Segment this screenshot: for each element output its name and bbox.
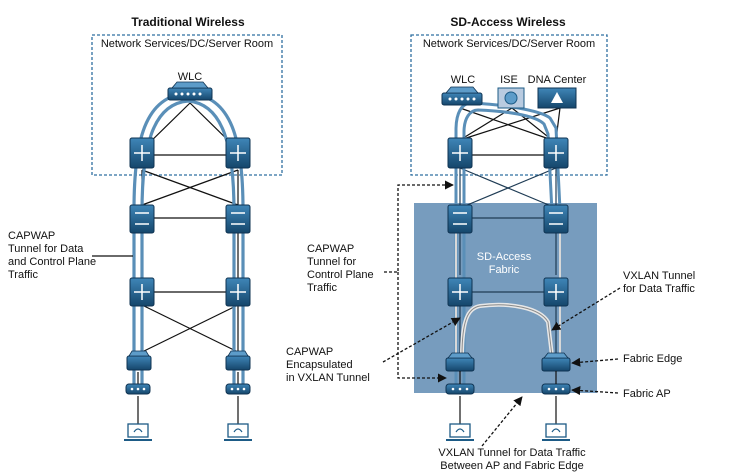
- left-title: Traditional Wireless: [131, 15, 245, 29]
- capwap-control-label-line-4: Traffic: [307, 282, 337, 294]
- capwap-control-label: CAPWAP Tunnel for Control Plane Traffic: [307, 243, 374, 294]
- vxlan-data-label: VXLAN Tunnel for Data Traffic: [623, 270, 695, 295]
- left-services-box: [91, 34, 283, 176]
- capwap-control-arrow-lower: [397, 272, 447, 383]
- dnac-server-icon: [537, 87, 577, 109]
- bottom-label-line-1: VXLAN Tunnel for Data Traffic: [438, 447, 586, 459]
- right-agg-switch-b-icon: [543, 277, 569, 307]
- vxlan-data-label-line-1: VXLAN Tunnel: [623, 270, 695, 282]
- fabric-ap-a-icon: [445, 383, 475, 395]
- left-tunnel-label-line-4: Traffic: [8, 269, 38, 281]
- left-wlc-label: WLC: [178, 71, 203, 83]
- right-agg-switch-a-icon: [447, 277, 473, 307]
- left-dist-switch-a-icon: [129, 204, 155, 234]
- left-agg-switch-a-icon: [129, 277, 155, 307]
- vxlan-data-label-line-2: for Data Traffic: [623, 283, 695, 295]
- right-box-label: Network Services/DC/Server Room: [423, 38, 595, 50]
- right-core-switch-b-icon: [543, 137, 569, 169]
- right-dist-switch-b-icon: [543, 204, 569, 234]
- left-tunnel-label: CAPWAP Tunnel for Data and Control Plane…: [8, 230, 96, 281]
- left-core-switch-a-icon: [129, 137, 155, 169]
- fabric-edge-arrow: [571, 357, 619, 367]
- fabric-edge-switch-a-icon: [445, 352, 475, 372]
- right-devices: [441, 86, 577, 441]
- encap-label-line-3: in VXLAN Tunnel: [286, 372, 370, 384]
- left-tunnel-label-line-3: and Control Plane: [8, 256, 96, 268]
- capwap-control-label-line-1: CAPWAP: [307, 243, 354, 255]
- left-ap-b-icon: [225, 383, 251, 395]
- left-agg-switch-b-icon: [225, 277, 251, 307]
- right-core-switch-a-icon: [447, 137, 473, 169]
- encap-label: CAPWAP Encapsulated in VXLAN Tunnel: [286, 346, 370, 384]
- left-access-switch-b-icon: [225, 350, 251, 371]
- right-title: SD-Access Wireless: [450, 15, 566, 29]
- ise-server-icon: [497, 87, 525, 109]
- fabric-ap-b-icon: [541, 383, 571, 395]
- vxlan-data-arrow: [551, 287, 621, 331]
- left-wlc-icon: [167, 81, 213, 101]
- encap-label-line-1: CAPWAP: [286, 346, 333, 358]
- right-dist-switch-a-icon: [447, 204, 473, 234]
- right-laptop-a-icon: [446, 423, 474, 441]
- dnac-label: DNA Center: [528, 74, 587, 86]
- ise-label: ISE: [500, 74, 518, 86]
- fabric-ap-arrow: [571, 385, 619, 396]
- capwap-control-arrow: [384, 180, 454, 273]
- bottom-arrow: [481, 396, 523, 447]
- right-wlc-label: WLC: [451, 74, 476, 86]
- left-devices: [124, 81, 252, 441]
- left-tunnel-label-line-1: CAPWAP: [8, 230, 55, 242]
- right-laptop-b-icon: [542, 423, 570, 441]
- fabric-edge-label: Fabric Edge: [623, 353, 682, 365]
- right-wlc-icon: [441, 86, 483, 106]
- left-tunnel-label-line-2: Tunnel for Data: [8, 243, 84, 255]
- left-laptop-a-icon: [124, 423, 152, 441]
- fabric-label-line-2: Fabric: [489, 264, 520, 276]
- right-fabric-links: [459, 167, 557, 356]
- capwap-control-label-line-2: Tunnel for: [307, 256, 356, 268]
- left-dist-switch-b-icon: [225, 204, 251, 234]
- left-ap-a-icon: [125, 383, 151, 395]
- vxlan-data-tunnel-outline: [461, 304, 553, 357]
- fabric-label-line-1: SD-Access: [477, 251, 532, 263]
- fabric-edge-switch-b-icon: [541, 352, 571, 372]
- encap-label-line-2: Encapsulated: [286, 359, 353, 371]
- left-box-label: Network Services/DC/Server Room: [101, 38, 273, 50]
- fabric-ap-label: Fabric AP: [623, 388, 671, 400]
- left-laptop-b-icon: [224, 423, 252, 441]
- capwap-control-label-line-3: Control Plane: [307, 269, 374, 281]
- left-access-switch-a-icon: [126, 350, 152, 371]
- bottom-label: VXLAN Tunnel for Data Traffic Between AP…: [438, 447, 586, 472]
- left-core-switch-b-icon: [225, 137, 251, 169]
- right-services-box: [410, 34, 608, 176]
- bottom-label-line-2: Between AP and Fabric Edge: [440, 460, 584, 472]
